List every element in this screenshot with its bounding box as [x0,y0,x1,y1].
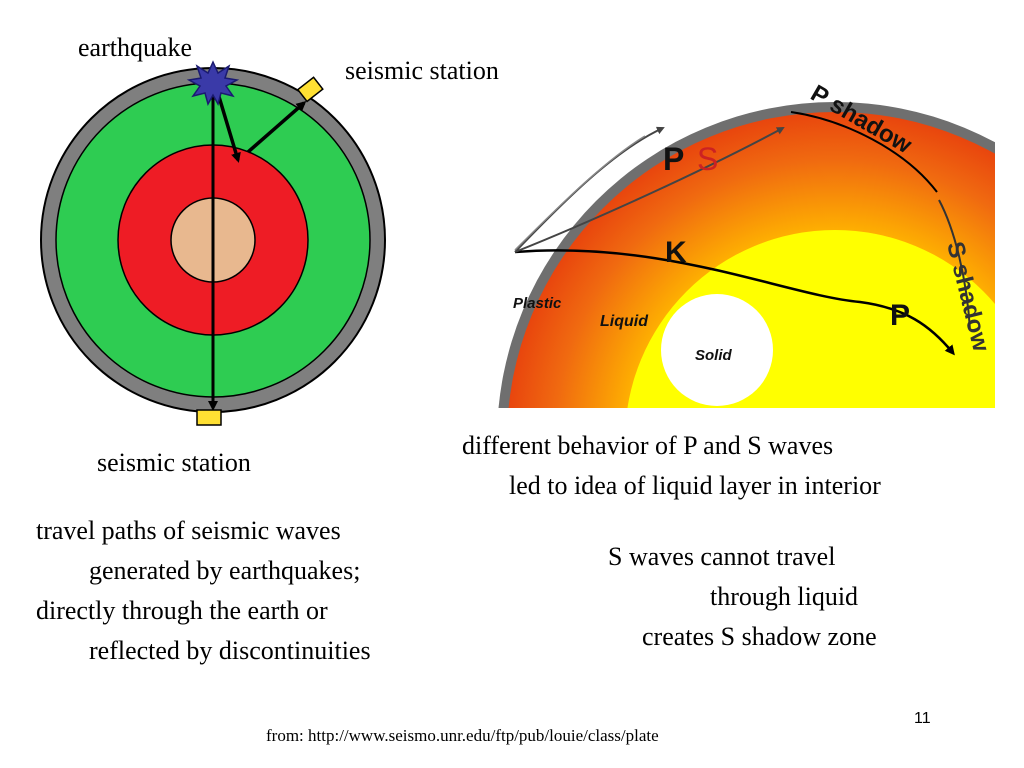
s-shadow-bracket [938,199,971,331]
seismic-station-bottom-label: seismic station [97,448,251,477]
solid-inner-core [661,294,773,406]
s-wave-caption-line-3: creates S shadow zone [642,622,877,651]
p-shadow-bracket [790,111,938,193]
earthquake-icon [186,60,240,106]
k-wave-label: K [665,236,687,269]
earth-cross-section-diagram [40,60,386,426]
s-wave-caption-line-2: through liquid [710,582,859,611]
s-wave-label: S [697,141,718,177]
p-wave-path [514,249,955,356]
s-wave-path-3 [514,135,646,251]
p-exit-label: P [890,299,910,332]
solid-label: Solid [695,347,733,364]
liquid-label: Liquid [600,313,649,330]
seismic-station-top-icon [296,76,324,103]
plastic-label: Plastic [513,295,562,312]
source-citation: from: http://www.seismo.unr.edu/ftp/pub/… [266,726,659,745]
left-caption-line-3: directly through the earth or [36,596,328,625]
left-caption-line-4: reflected by discontinuities [89,636,371,665]
left-caption: travel paths of seismic waves generated … [36,511,371,671]
s-wave-path-2 [514,127,785,253]
right-caption-line-1: different behavior of P and S waves [462,431,834,460]
right-caption: different behavior of P and S waves led … [462,426,881,506]
reflected-wave-path [246,101,307,154]
page-number: 11 [914,710,931,727]
earthquake-label: earthquake [78,33,193,62]
p-wave-label: P [663,141,684,177]
seismic-station-top-label: seismic station [345,56,499,85]
s-wave-caption: S waves cannot travel through liquid cre… [608,537,877,657]
right-caption-line-2: led to idea of liquid layer in interior [509,471,881,500]
left-caption-line-1: travel paths of seismic waves [36,516,341,545]
incident-wave-path [215,89,241,163]
left-caption-line-2: generated by earthquakes; [89,556,361,585]
seismic-station-bottom-icon [196,409,222,426]
shadow-zone-diagram: P S K P Plastic Liquid Solid P shadow S … [498,80,995,408]
s-wave-caption-line-1: S waves cannot travel [608,542,836,571]
